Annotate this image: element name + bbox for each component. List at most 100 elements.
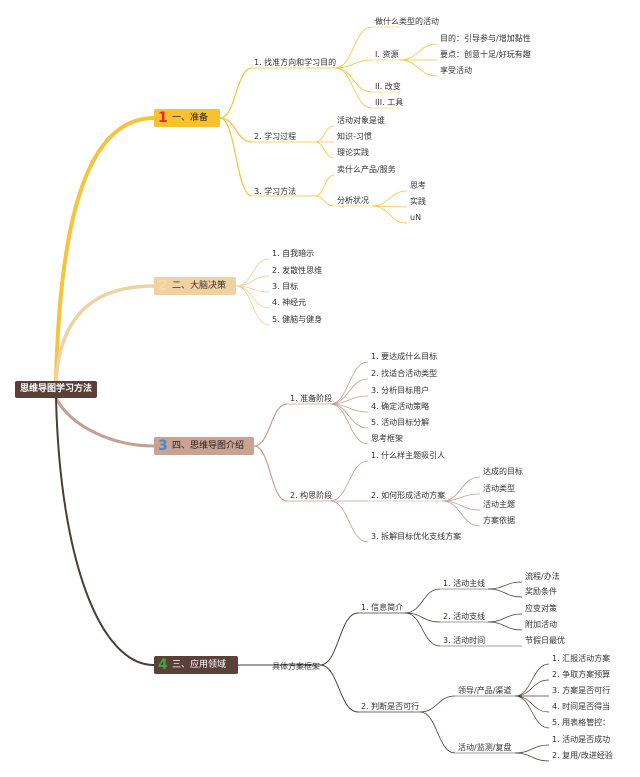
node-prep-item[interactable]: 思考框架: [371, 434, 403, 443]
connector: [487, 581, 523, 590]
node-purpose[interactable]: 目的：引导参与/增加黏性: [440, 34, 531, 43]
node-analyze[interactable]: 分析状况: [337, 196, 369, 205]
node-prep-item[interactable]: 1. 要达成什么目标: [371, 352, 438, 361]
node-leader-item[interactable]: 2. 争取方案预算: [552, 670, 611, 679]
node-monitor[interactable]: 活动/监测/复盘: [458, 743, 512, 752]
node-sell[interactable]: 卖什么产品/服务: [337, 165, 396, 174]
node-tools[interactable]: III. 工具: [375, 98, 404, 107]
connector: [219, 117, 253, 197]
node-method[interactable]: 3. 学习方法: [254, 187, 297, 196]
connector: [514, 679, 550, 697]
node-theory[interactable]: 理论实践: [337, 148, 369, 157]
connector: [514, 695, 550, 713]
root-connector: [54, 116, 155, 382]
node-extra[interactable]: 附加活动: [525, 620, 557, 629]
node-time[interactable]: 3. 活动时间: [443, 636, 486, 645]
node-form-item[interactable]: 达成的目标: [483, 467, 523, 476]
node-leader-item[interactable]: 3. 方案是否可行: [552, 686, 611, 695]
node-side-line[interactable]: 2. 活动支线: [443, 612, 486, 621]
connector: [487, 621, 523, 631]
node-flow[interactable]: 流程/办法: [525, 572, 560, 581]
connector: [314, 195, 335, 207]
connector: [314, 141, 335, 159]
node-feasible[interactable]: 2. 判断是否可行: [361, 702, 420, 711]
connector: [514, 744, 550, 754]
connector: [441, 476, 481, 502]
node-brain-item[interactable]: 4. 神经元: [272, 298, 307, 307]
connector: [314, 125, 335, 143]
node-info[interactable]: 1. 信息简介: [361, 603, 404, 612]
node-main-line[interactable]: 1. 活动主线: [443, 579, 486, 588]
connector: [334, 67, 373, 109]
node-who[interactable]: 活动对象是谁: [337, 116, 385, 125]
node-what-type[interactable]: 做什么类型的活动: [375, 17, 439, 26]
node-prep-item[interactable]: 2. 找适合活动类型: [371, 369, 438, 378]
connector: [334, 26, 373, 69]
node-prep-stage[interactable]: 1. 准备阶段: [290, 394, 333, 403]
node-monitor-item[interactable]: 2. 复用/改进经验: [552, 751, 613, 760]
node-leader-item[interactable]: 5. 用表格管控：: [552, 718, 611, 727]
node-knowledge[interactable]: 知识-习惯: [337, 132, 372, 141]
connector: [419, 695, 456, 713]
node-enjoy[interactable]: 享受活动: [440, 66, 472, 75]
node-prep-item[interactable]: 5. 活动目标分解: [371, 418, 430, 427]
connector: [404, 612, 441, 647]
root-connector: [54, 284, 155, 382]
node-form-item[interactable]: 活动主题: [483, 500, 515, 509]
connector: [314, 174, 335, 197]
connector: [235, 258, 270, 287]
node-prep-item[interactable]: 4. 确定活动策略: [371, 402, 430, 411]
connector: [399, 59, 438, 77]
node-brain-item[interactable]: 5. 健脑与健身: [272, 315, 323, 324]
node-un[interactable]: uN: [410, 213, 422, 222]
node-form-item[interactable]: 方案依据: [483, 516, 515, 525]
connector: [319, 612, 359, 666]
connector: [514, 695, 550, 729]
root-connector: [54, 397, 155, 448]
node-practice[interactable]: 实践: [410, 197, 426, 206]
connector: [319, 664, 359, 713]
node-resources[interactable]: I. 资源: [375, 50, 399, 59]
node-prep-item[interactable]: 3. 分析目标用户: [371, 386, 430, 395]
node-concept-stage[interactable]: 2. 构思阶段: [290, 491, 333, 500]
connector: [487, 588, 523, 598]
node-think[interactable]: 思考: [410, 181, 426, 190]
connector: [514, 752, 550, 762]
connector: [253, 445, 288, 502]
connector: [419, 711, 456, 754]
node-brain-item[interactable]: 1. 自我暗示: [272, 249, 315, 258]
node-points[interactable]: 要点：创意十足/好玩有趣: [440, 50, 531, 59]
connector: [329, 378, 369, 405]
node-brain-item[interactable]: 2. 发散性思维: [272, 266, 323, 275]
connector: [371, 205, 408, 224]
node-form-item[interactable]: 活动类型: [483, 484, 515, 493]
node-split[interactable]: 3. 拆解目标优化支线方案: [371, 532, 462, 541]
node-leader-item[interactable]: 4. 时间是否得当: [552, 702, 611, 711]
node-goal[interactable]: 1. 找准方向和学习目的: [254, 58, 337, 67]
connector: [371, 190, 408, 207]
connector: [219, 67, 253, 119]
node-brain-item[interactable]: 3. 目标: [272, 282, 299, 291]
node-reward[interactable]: 奖励条件: [525, 587, 557, 596]
node-leader-item[interactable]: 1. 汇报活动方案: [552, 654, 611, 663]
branch-label: 一、准备: [172, 113, 209, 123]
node-monitor-item[interactable]: 1. 活动是否成功: [552, 735, 611, 744]
connector: [487, 613, 523, 623]
node-form[interactable]: 2. 如何形成活动方案: [371, 491, 446, 500]
node-topic[interactable]: 1. 什么样主题吸引人: [371, 451, 446, 460]
connector: [329, 403, 369, 445]
root-node[interactable]: 思维导图学习方法: [15, 381, 97, 398]
node-framework[interactable]: 具体方案框架: [272, 662, 320, 671]
connector: [441, 493, 481, 502]
connector: [329, 500, 369, 543]
node-response[interactable]: 应变对策: [525, 604, 557, 613]
node-leader[interactable]: 领导/产品/渠道: [458, 686, 512, 695]
node-process[interactable]: 2. 学习过程: [254, 132, 297, 141]
node-holiday[interactable]: 节假日最优: [525, 636, 565, 645]
node-change[interactable]: II. 改变: [375, 82, 401, 91]
